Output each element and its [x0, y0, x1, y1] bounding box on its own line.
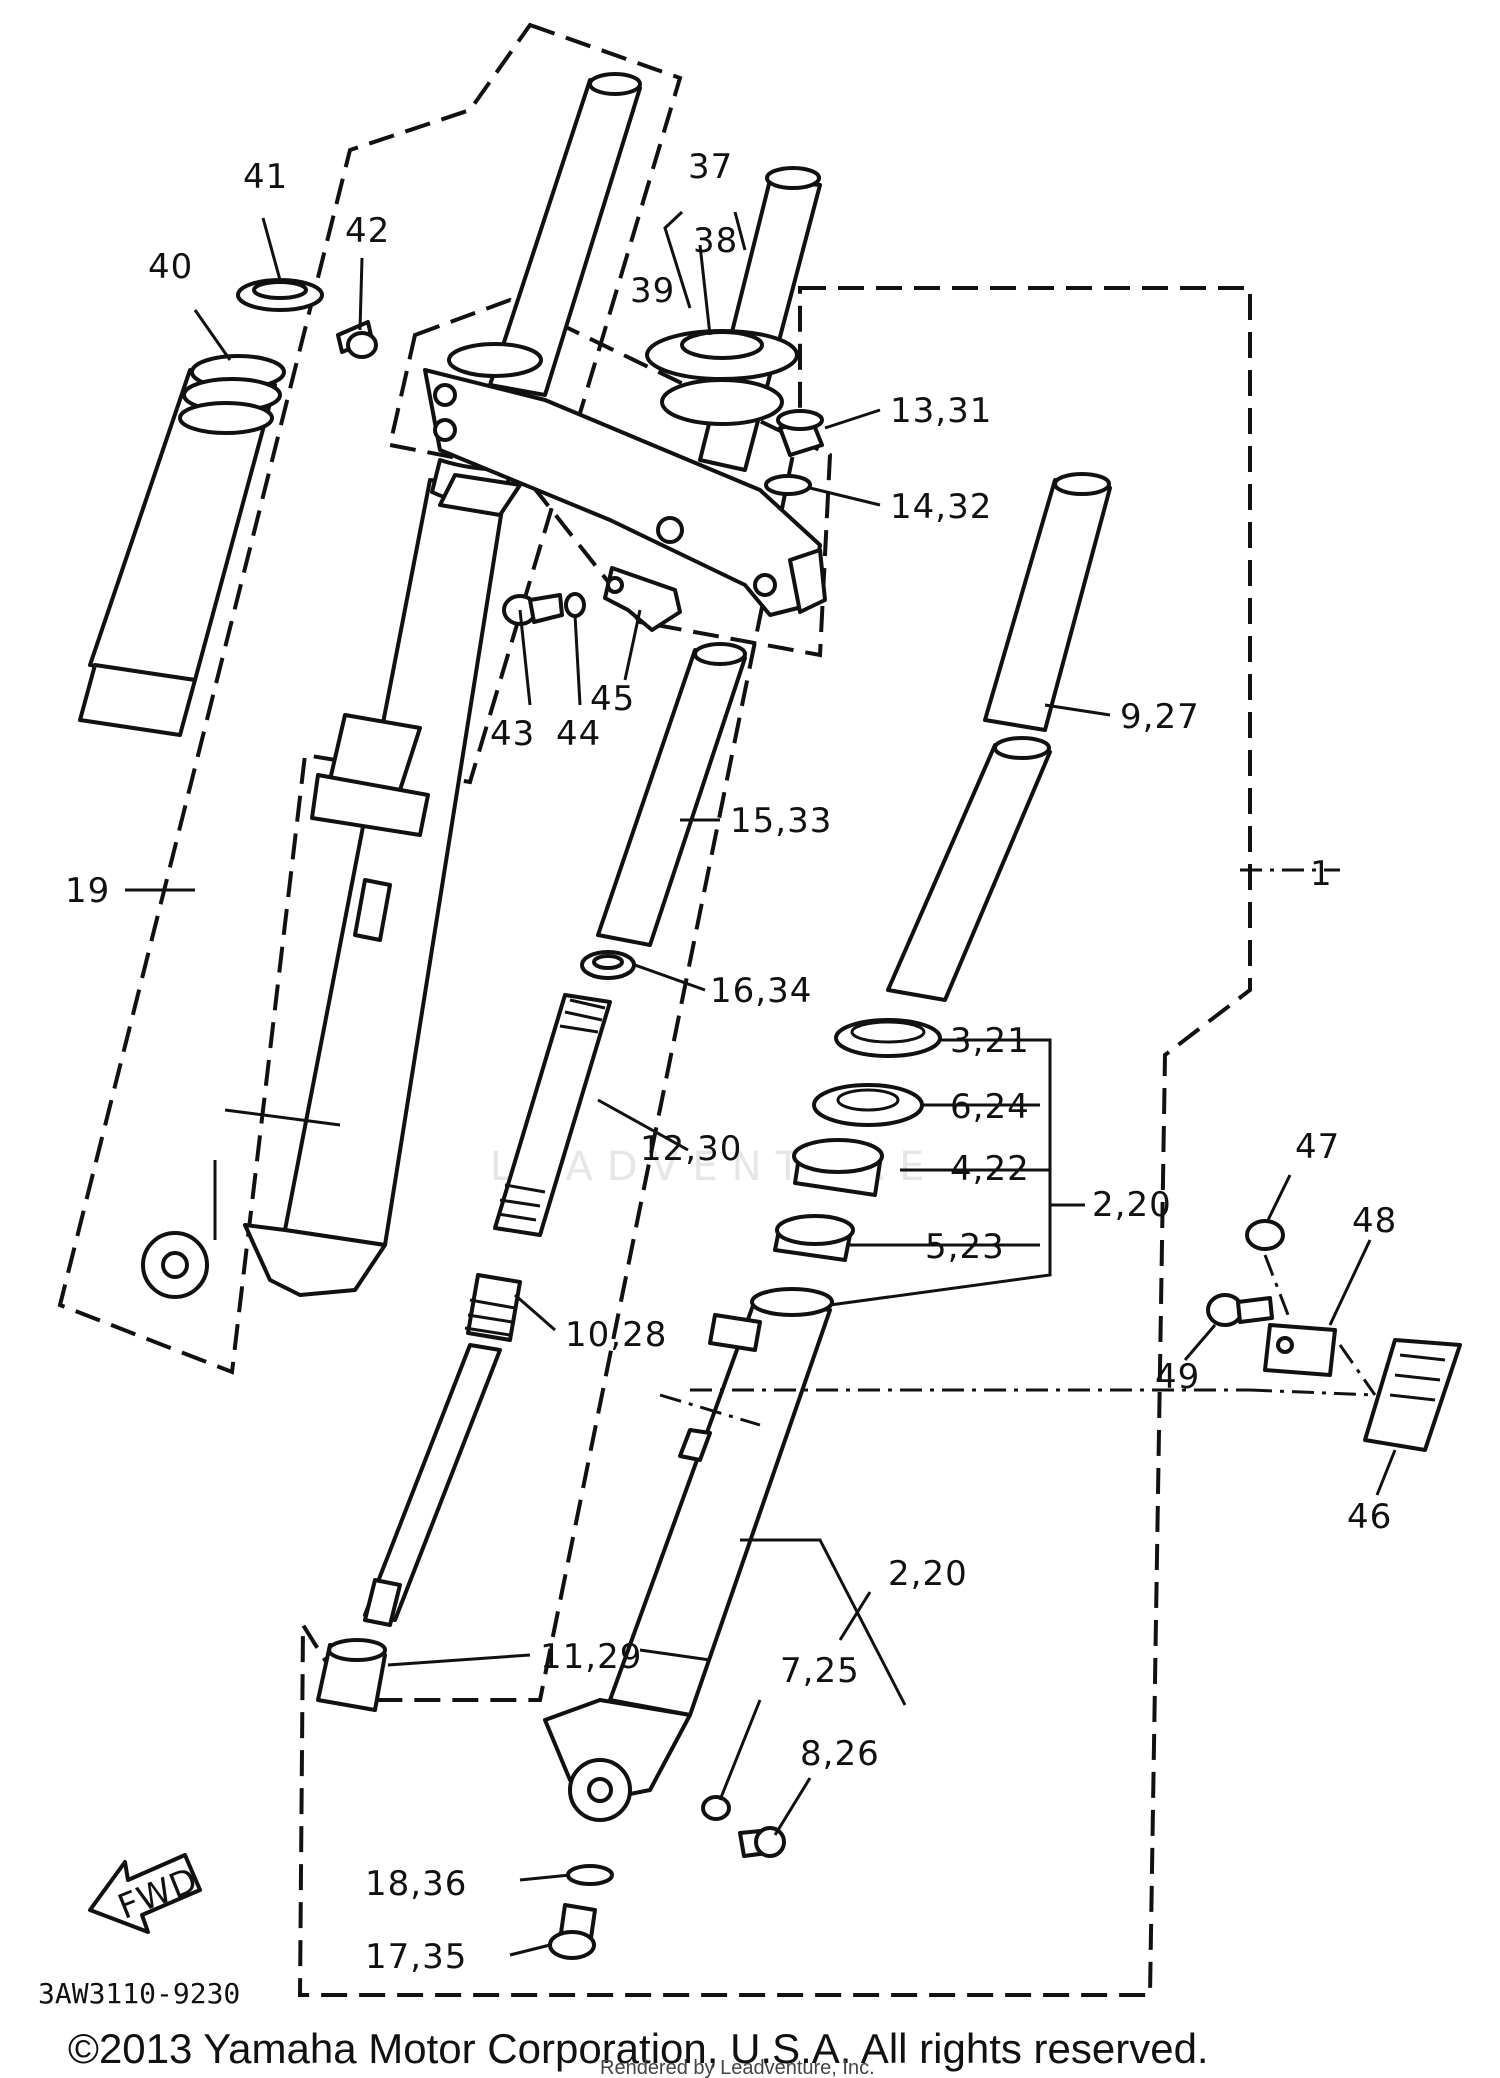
- reflector-46: [1363, 1338, 1462, 1452]
- label-part-2-20-a: 2,20: [1092, 1185, 1172, 1225]
- oil-seal-4: [792, 1138, 884, 1197]
- outline-right-assembly: [297, 286, 1252, 1997]
- bolt-49: [1206, 1293, 1274, 1327]
- dust-boot-40: [78, 354, 286, 737]
- label-part-45: 45: [590, 679, 635, 719]
- label-part-2-20-b: 2,20: [888, 1554, 968, 1594]
- nut-47: [1245, 1219, 1285, 1251]
- piston-ring-16: [580, 950, 636, 980]
- o-ring-14: [764, 474, 812, 496]
- copyright-text: ©2013 Yamaha Motor Corporation, U.S.A. A…: [68, 2025, 1209, 2072]
- cable-guide-45: [603, 566, 682, 632]
- label-part-38: 38: [693, 221, 738, 261]
- inner-tube-left: [488, 72, 642, 397]
- spring-12: [493, 993, 612, 1237]
- metal-5: [773, 1214, 855, 1262]
- label-part-18-36: 18,36: [365, 1864, 467, 1904]
- fwd-arrow-icon: FWD: [88, 1853, 204, 1934]
- label-part-9-27: 9,27: [1120, 697, 1200, 737]
- label-part-10-28: 10,28: [565, 1315, 667, 1355]
- diagram-code: 3AW3110-9230: [38, 1977, 240, 2010]
- label-part-8-26: 8,26: [800, 1734, 880, 1774]
- bolt-17: [548, 1903, 597, 1960]
- label-part-41: 41: [243, 157, 288, 197]
- label-part-19: 19: [65, 871, 110, 911]
- bolt-43: [502, 593, 564, 626]
- label-part-49: 49: [1155, 1357, 1200, 1397]
- label-part-15-33: 15,33: [730, 801, 832, 841]
- label-part-3-21: 3,21: [950, 1021, 1030, 1061]
- label-part-42: 42: [345, 211, 390, 251]
- fork-spring-9: [886, 472, 1112, 1002]
- clip-3: [834, 1018, 942, 1058]
- under-bracket: [423, 342, 827, 617]
- label-part-7-25: 7,25: [780, 1651, 860, 1691]
- outer-tube-2: [543, 1287, 834, 1822]
- label-part-14-32: 14,32: [890, 487, 992, 527]
- damper-rod-10: [363, 1273, 522, 1627]
- outline-left-assembly: [57, 22, 683, 1375]
- label-part-43: 43: [490, 714, 535, 754]
- label-part-5-23: 5,23: [925, 1227, 1005, 1267]
- washer-6: [812, 1083, 924, 1127]
- label-part-48: 48: [1352, 1201, 1397, 1241]
- label-part-13-31: 13,31: [890, 391, 992, 431]
- outer-tube-19: [141, 458, 512, 1299]
- drain-bolt-8: [738, 1826, 786, 1858]
- label-part-6-24: 6,24: [950, 1087, 1030, 1127]
- label-part-37: 37: [688, 147, 733, 187]
- label-part-40: 40: [148, 247, 193, 287]
- label-part-39: 39: [630, 271, 675, 311]
- drain-gasket-7: [701, 1795, 731, 1821]
- label-part-12-30: 12,30: [640, 1129, 742, 1169]
- label-part-11-29: 11,29: [540, 1637, 642, 1677]
- label-part-46: 46: [1347, 1497, 1392, 1537]
- bracket-48: [1263, 1323, 1337, 1377]
- label-part-47: 47: [1295, 1127, 1340, 1167]
- washer-18: [566, 1864, 614, 1886]
- assembly-line-reflector-b: [1263, 1254, 1377, 1396]
- label-part-4-22: 4,22: [950, 1149, 1030, 1189]
- label-part-1: 1: [1310, 854, 1333, 894]
- bolt-42: [336, 320, 378, 359]
- washer-44: [564, 592, 586, 618]
- oil-lock-11: [316, 1638, 387, 1712]
- assembly-line-reflector: [659, 1388, 1376, 1427]
- inner-tube-15: [596, 642, 747, 947]
- steering-stem-37: [645, 166, 822, 472]
- label-part-44: 44: [556, 714, 601, 754]
- rendered-by-text: Rendered by Leadventure, Inc.: [600, 2057, 875, 2078]
- ring-41: [236, 278, 324, 312]
- cap-bolt-13: [776, 409, 824, 457]
- label-part-17-35: 17,35: [365, 1937, 467, 1977]
- leader-lines: [125, 210, 1397, 1957]
- label-part-16-34: 16,34: [710, 971, 812, 1011]
